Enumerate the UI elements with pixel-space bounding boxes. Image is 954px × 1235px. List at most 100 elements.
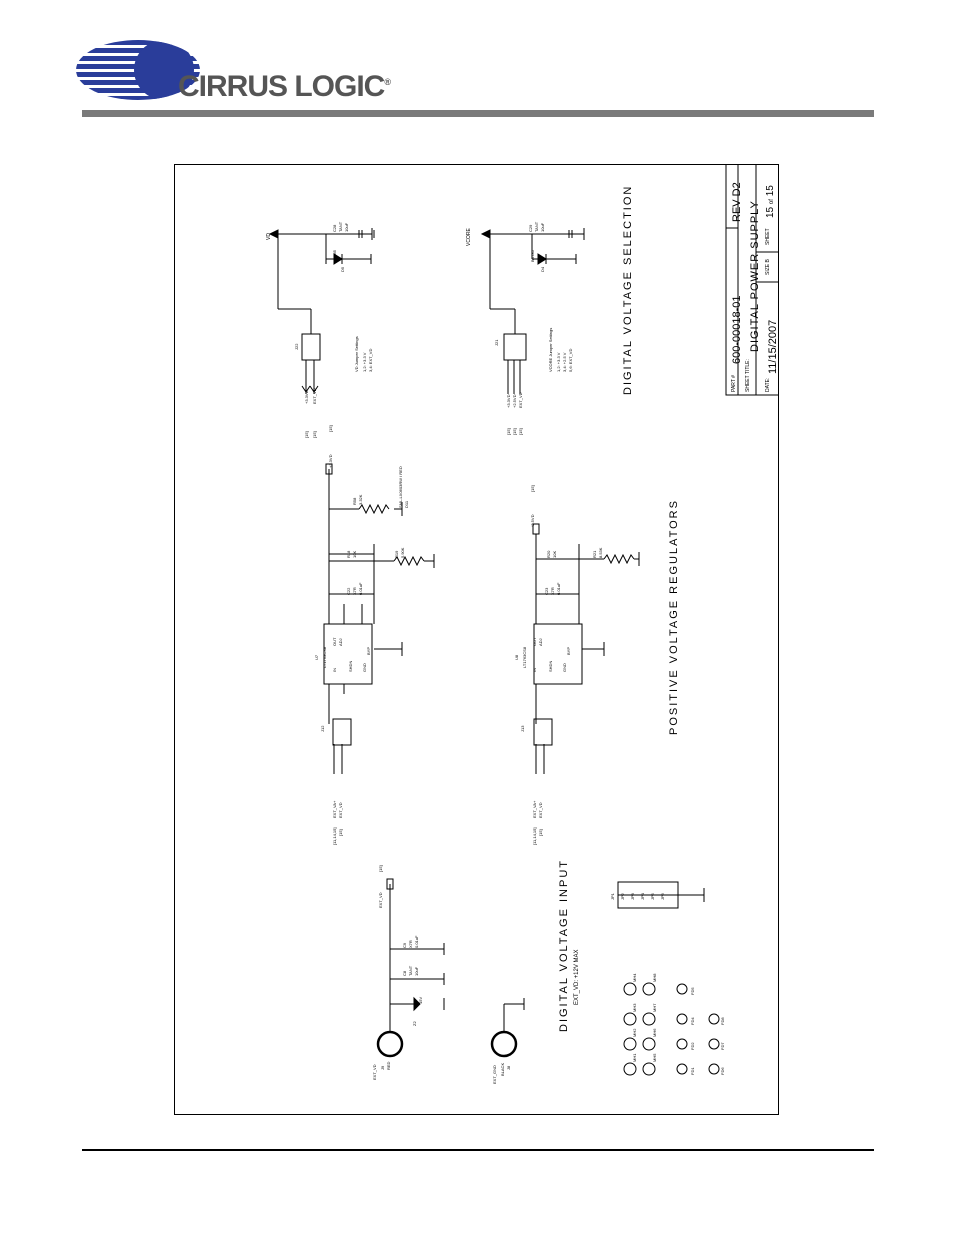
schematic-drawing <box>268 164 779 1076</box>
r19-label: R19 <box>394 550 399 558</box>
u8-pin-byp: BYP <box>566 646 571 655</box>
section-title-positive-voltage-regulators: POSITIVE VOLTAGE REGULATORS <box>668 499 680 735</box>
j8-net: EXT_GND <box>492 1065 497 1084</box>
u7-input-va: EXT_VA+ <box>332 800 337 818</box>
vcore-jumper-title: VCORE Jumper Settings <box>548 327 553 372</box>
section-title-digital-voltage-input: DIGITAL VOLTAGE INPUT <box>558 858 570 1032</box>
c8-value: 10uF <box>414 966 419 976</box>
jp2-label: JP2 <box>620 893 625 900</box>
jp1-label: JP1 <box>610 893 615 900</box>
r58-label: R58 <box>352 497 357 505</box>
d11-part: SML-LX0603RW / RED <box>398 466 403 508</box>
u8-input-ref-1: [11,14,15] <box>532 827 537 846</box>
u7-part: LT1763CS8 <box>322 646 327 668</box>
c8-label: C8 <box>402 970 407 976</box>
vcore-jumper-setting-3: 5,6: EXT_VD <box>568 348 573 372</box>
j21-label: J21 <box>494 339 499 346</box>
j22-input-2: EXT_VD <box>312 388 317 404</box>
u8-label: U8 <box>514 654 519 660</box>
fd5-label: FD5 <box>690 987 695 995</box>
jp6-label: JP6 <box>660 893 665 900</box>
d5-label: D5 <box>340 266 345 272</box>
c22-label: C22 <box>346 587 351 595</box>
date: 11/15/2007 <box>767 319 779 374</box>
j22-ref-1: [15] <box>304 431 309 438</box>
c23-type: X7R <box>550 587 555 595</box>
mh8-label: MH8 <box>652 973 657 982</box>
c23-label: C23 <box>544 587 549 595</box>
date-label: DATE: <box>765 377 771 392</box>
fd2-label: FD2 <box>690 1042 695 1050</box>
r19-value: 5.90K <box>400 547 405 558</box>
r20-label: R20 <box>546 550 551 558</box>
c28-label: C28 <box>332 224 337 232</box>
d11-label: D11 <box>404 500 409 508</box>
u7-pin-adj: ADJ <box>338 638 343 646</box>
output-3v3: +3.3VD <box>328 454 333 468</box>
fd4-label: FD4 <box>690 1017 695 1025</box>
input-circuit <box>376 878 705 1058</box>
j22-input-1: +3.3VD <box>304 390 309 404</box>
j12-label: J12 <box>320 725 325 732</box>
c23-value: 0.01uF <box>556 582 561 595</box>
mh1-label: MH1 <box>632 1053 637 1062</box>
c29-value: 10uF <box>540 222 545 232</box>
c29-type: TANT <box>534 221 539 232</box>
u8-pin-adj: ADJ <box>538 638 543 646</box>
j8-color: BLACK <box>500 1062 505 1076</box>
company-name: CIRRUS LOGIC® <box>178 70 391 103</box>
u8-pin-gnd: GND <box>562 663 567 672</box>
vd-jumper-setting-2: 3,4: EXT_VD <box>368 348 373 372</box>
j21-ref-1: [15] <box>506 428 511 435</box>
c29-label: C29 <box>528 224 533 232</box>
r20-value: 10K <box>552 550 557 558</box>
mh3-label: MH3 <box>632 1003 637 1012</box>
z2-label: Z2 <box>412 1021 417 1026</box>
j21-input-3: EXT_VD <box>518 392 523 408</box>
u7-pin-gnd: GND <box>362 663 367 672</box>
r18-value: 10K <box>352 550 357 558</box>
output-3v3-ref: [15] <box>328 425 333 432</box>
header-divider <box>82 110 874 117</box>
r21-label: R21 <box>592 550 597 558</box>
u8-regulator-circuit <box>532 523 640 774</box>
sheet-number: 15 of 15 <box>765 185 776 218</box>
j9-label: J9 <box>380 1065 385 1070</box>
c9-type: X7R <box>408 940 413 948</box>
part-label: PART # <box>731 375 737 392</box>
j21-ref-3: [15] <box>518 428 523 435</box>
schematic-sheet-frame <box>174 164 779 1115</box>
vd-jumper-setting-1: 1,2: +3.3 V <box>362 352 367 372</box>
vcore-jumper-setting-1: 1,2: +3.3 V <box>556 352 561 372</box>
part-number: 600-00018-01 <box>731 295 743 364</box>
u8-input-ref-2: [15] <box>538 829 543 836</box>
vd-selection-circuit <box>268 228 375 394</box>
footer-divider <box>82 1149 874 1151</box>
input-out-ref: [15] <box>378 865 383 872</box>
j21-ref-2: [15] <box>512 428 517 435</box>
u8-part: LT1763CS8 <box>522 646 527 668</box>
j8-label: J8 <box>506 1065 511 1070</box>
input-voltage-note: EXT_VD: +12V MAX <box>574 949 580 1005</box>
u7-pin-in: IN <box>332 668 337 672</box>
cirrus-logic-logo <box>76 40 200 100</box>
fd1-label: FD1 <box>690 1067 695 1075</box>
j22-ref-2: [15] <box>312 431 317 438</box>
j22-label: J22 <box>294 343 299 350</box>
sheet-title: DIGITAL POWER SUPPLY <box>749 200 761 352</box>
output-2v5-ref: [15] <box>530 485 535 492</box>
r58-value: 3.32K <box>358 494 363 505</box>
section-title-digital-voltage-selection: DIGITAL VOLTAGE SELECTION <box>622 184 634 395</box>
r21-value: 8.53K <box>598 547 603 558</box>
mh5-label: MH5 <box>652 1053 657 1062</box>
jp5-label: JP5 <box>650 893 655 900</box>
sheet-label: SHEET <box>765 228 771 245</box>
fd7-label: FD7 <box>720 1042 725 1050</box>
c22-value: 0.01uF <box>358 582 363 595</box>
mounting-holes-and-fiducials <box>623 982 720 1076</box>
fd6-label: FD6 <box>720 1067 725 1075</box>
net-vcore: VCORE <box>466 228 472 246</box>
j9-color: RED <box>386 1061 391 1070</box>
title-block <box>725 164 779 396</box>
u7-label: U7 <box>314 654 319 660</box>
